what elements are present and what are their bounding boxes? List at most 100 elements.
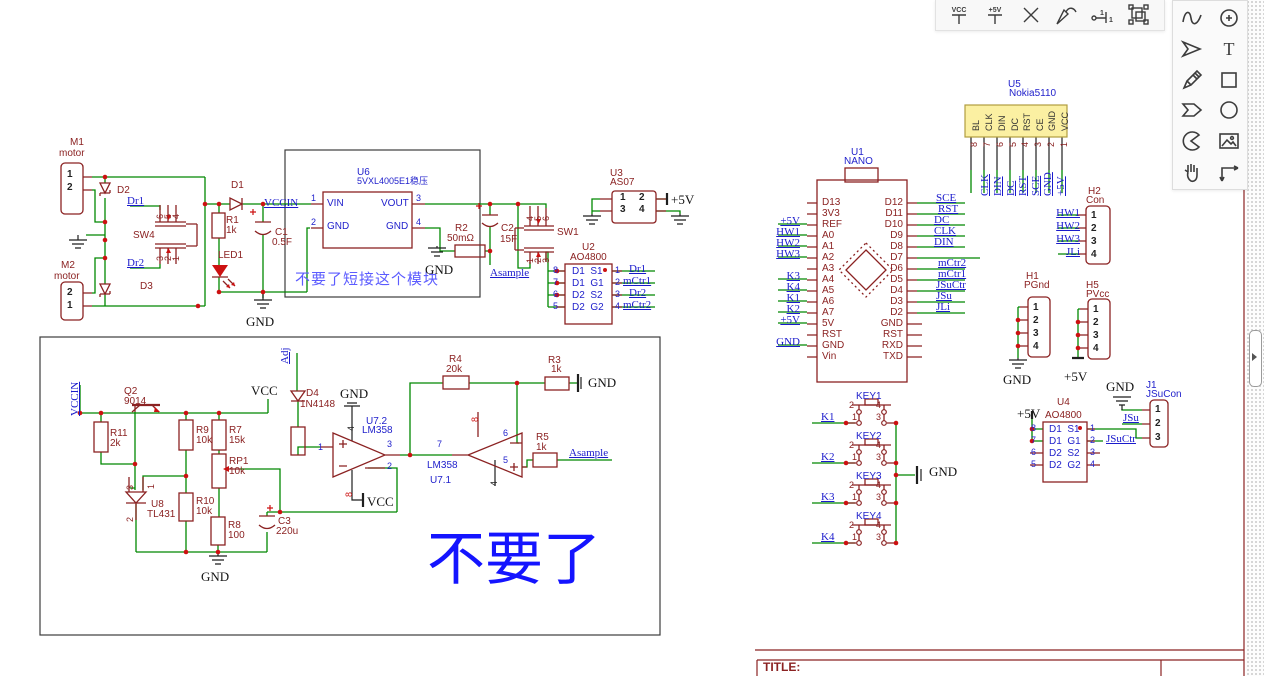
schematic-text[interactable]: D1 G1 [1049, 436, 1081, 447]
schematic-text[interactable]: M2 [61, 260, 75, 271]
schematic-text[interactable]: R10 [196, 496, 215, 507]
schematic-text[interactable]: 1 [311, 193, 317, 203]
schematic-text[interactable]: 1 [146, 483, 156, 489]
schematic-text[interactable]: CLK [934, 225, 956, 237]
schematic-text[interactable]: 5 [503, 455, 509, 465]
schematic-text[interactable]: D12 [884, 197, 903, 208]
schematic-text[interactable]: GND [929, 464, 958, 479]
schematic-text[interactable]: D2 S2 [1049, 448, 1080, 459]
schematic-text[interactable]: D5 [890, 274, 903, 285]
schematic-text[interactable]: 2k [110, 438, 121, 449]
schematic-text[interactable]: Dr2 [127, 257, 145, 269]
schematic-text[interactable]: LM358 [362, 425, 393, 436]
schematic-text[interactable]: 2 [1091, 223, 1097, 234]
schematic-text[interactable]: DIN [934, 236, 954, 248]
schematic-text[interactable]: Dr1 [127, 195, 145, 207]
schematic-text[interactable]: DC [1010, 118, 1020, 131]
schematic-text[interactable]: 3 [416, 193, 422, 203]
schematic-text[interactable]: R9 [196, 425, 209, 436]
ellipse-tool-icon[interactable] [1214, 96, 1244, 124]
schematic-text[interactable]: 4 [876, 400, 882, 410]
schematic-text[interactable]: GND [1106, 379, 1135, 394]
schematic-text[interactable]: 2 [1090, 435, 1096, 445]
schematic-text[interactable]: 3 [876, 412, 882, 422]
schematic-text[interactable]: D1 S1 [572, 266, 603, 277]
schematic-text[interactable]: 3 [620, 204, 626, 215]
schematic-text[interactable]: 4 [1020, 141, 1030, 147]
schematic-text[interactable]: 5 [1008, 141, 1018, 147]
schematic-text[interactable]: PVcc [1086, 289, 1110, 300]
schematic-text[interactable]: 1 [852, 452, 858, 462]
schematic-text[interactable]: 2 [639, 192, 645, 203]
schematic-text[interactable]: Dr1 [629, 263, 647, 275]
schematic-text[interactable]: VOUT [381, 198, 409, 209]
schematic-text[interactable]: C3 [278, 516, 291, 527]
schematic-text[interactable]: 2 [387, 461, 393, 471]
schematic-text[interactable]: D3 [140, 281, 153, 292]
group-select-icon[interactable] [1126, 2, 1152, 28]
arrow-tool-icon[interactable] [1177, 35, 1207, 63]
schematic-text[interactable]: A0 [822, 230, 835, 241]
schematic-text[interactable]: CLK [979, 174, 991, 196]
schematic-text[interactable]: U7.1 [430, 475, 452, 486]
schematic-text[interactable]: 6 [503, 428, 509, 438]
schematic-text[interactable]: DC [1005, 180, 1017, 196]
schematic-text[interactable]: J1 [1146, 380, 1157, 391]
schematic-text[interactable]: K1 [786, 292, 800, 304]
schematic-text[interactable]: SCE [1030, 175, 1042, 196]
schematic-text[interactable]: K1 [821, 411, 835, 423]
schematic-text[interactable]: SCE [936, 192, 957, 204]
schematic-text[interactable]: 8 [344, 491, 354, 497]
schematic-text[interactable]: 3 [615, 289, 621, 299]
schematic-text[interactable]: 1 [620, 192, 626, 203]
schematic-text[interactable]: 3 [1093, 330, 1099, 341]
schematic-text[interactable]: 1 [1155, 404, 1161, 415]
schematic-text[interactable]: NANO [844, 156, 873, 167]
schematic-text[interactable]: LED1 [218, 250, 244, 261]
schematic-text[interactable]: PGnd [1024, 280, 1050, 291]
schematic-text[interactable]: 2 [849, 480, 855, 490]
schematic-text[interactable]: 1 [318, 442, 324, 452]
schematic-text[interactable]: RST [822, 329, 842, 340]
schematic-text[interactable]: D9 [890, 230, 903, 241]
schematic-text[interactable]: JSu [1123, 412, 1139, 424]
schematic-text[interactable]: 1 [1091, 210, 1097, 221]
schematic-text[interactable]: D1 [231, 180, 244, 191]
schematic-text[interactable]: 8 [969, 141, 979, 147]
schematic-text[interactable]: +5V [1017, 406, 1041, 421]
schematic-text[interactable]: 1 [67, 169, 73, 180]
schematic-text[interactable]: 2 [1046, 141, 1056, 147]
schematic-text[interactable]: U2 [582, 242, 595, 253]
schematic-text[interactable]: D3 [890, 296, 903, 307]
schematic-text[interactable]: RP1 [229, 456, 249, 467]
schematic-text[interactable]: 6 [1031, 447, 1037, 457]
schematic-text[interactable]: RST [1017, 175, 1029, 196]
schematic-text[interactable]: A1 [822, 241, 835, 252]
schematic-text[interactable]: K4 [786, 281, 800, 293]
vertical-scrollbar[interactable] [1249, 330, 1262, 387]
schematic-text[interactable]: GND [246, 314, 275, 329]
schematic-text[interactable]: 0.5F [272, 237, 293, 248]
schematic-text[interactable]: 100 [228, 530, 245, 541]
schematic-text[interactable]: 4 [639, 204, 645, 215]
polyline-tool-icon[interactable] [1214, 158, 1244, 186]
schematic-text[interactable]: 2 [1093, 317, 1099, 328]
schematic-text[interactable]: GND [822, 340, 845, 351]
schematic-text[interactable]: JSuCon [1146, 389, 1182, 400]
schematic-text[interactable]: 4 [615, 301, 621, 311]
schematic-text[interactable]: 1k [551, 364, 562, 375]
image-tool-icon[interactable] [1214, 127, 1244, 155]
schematic-text[interactable]: 15F [500, 234, 518, 245]
schematic-text[interactable]: 6 [553, 289, 559, 299]
schematic-text[interactable]: GND [327, 221, 350, 232]
schematic-text[interactable]: 4 [489, 480, 499, 486]
drag-hand-tool-icon[interactable] [1177, 158, 1207, 186]
schematic-text[interactable]: 1 [171, 255, 181, 261]
schematic-text[interactable]: TXD [883, 351, 903, 362]
schematic-text[interactable]: D7 [890, 252, 903, 263]
schematic-text[interactable]: GND [1042, 172, 1054, 196]
schematic-text[interactable]: 4 [1090, 459, 1096, 469]
schematic-text[interactable]: K3 [786, 270, 800, 282]
schematic-text[interactable]: K2 [821, 451, 835, 463]
schematic-text[interactable]: D2 [117, 185, 130, 196]
